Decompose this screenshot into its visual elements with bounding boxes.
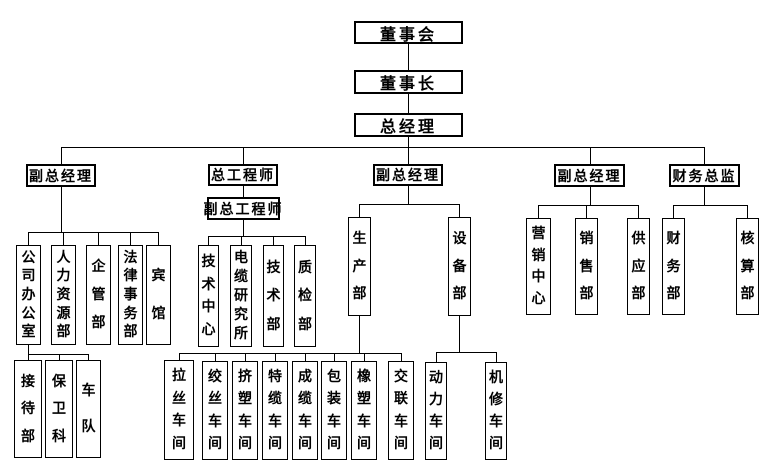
connector-line [436, 352, 497, 353]
connector-line [245, 353, 246, 361]
node-supply-dept: 供应部 [627, 218, 650, 315]
connector-line [179, 353, 180, 361]
connector-line [590, 147, 591, 164]
connector-line [28, 345, 29, 354]
connector-line [28, 232, 159, 233]
connector-line [496, 352, 497, 362]
connector-line [241, 236, 242, 245]
connector-line [63, 232, 64, 245]
node-production-dept: 生产部 [348, 217, 371, 316]
connector-line [61, 147, 705, 148]
node-reception: 接待部 [14, 360, 42, 458]
connector-line [401, 353, 402, 361]
node-rubber-plastic-workshop: 橡塑车间 [351, 361, 377, 460]
connector-line [130, 232, 131, 245]
node-machine-repair-workshop: 机修车间 [485, 362, 507, 460]
node-general-manager: 总经理 [354, 113, 463, 137]
node-wire-drawing-workshop: 拉丝车间 [164, 360, 194, 460]
node-extrusion-workshop: 挤塑车间 [232, 361, 258, 460]
node-deputy-gm-marketing: 副总经理 [554, 164, 625, 187]
node-power-workshop: 动力车间 [425, 362, 447, 460]
connector-line [408, 94, 409, 113]
connector-line [61, 147, 62, 164]
connector-line [273, 236, 274, 245]
node-wire-stranding-workshop: 绞丝车间 [202, 361, 228, 460]
node-finance-director: 财务总监 [669, 164, 740, 187]
connector-line [208, 236, 306, 237]
connector-line [305, 236, 306, 245]
connector-line [215, 353, 216, 361]
connector-line [28, 232, 29, 245]
connector-line [243, 186, 244, 197]
connector-line [364, 353, 365, 361]
node-sales-dept: 销售部 [575, 218, 598, 315]
node-marketing-center: 营销中心 [526, 218, 551, 315]
node-security: 保卫科 [45, 360, 73, 458]
connector-line [408, 137, 409, 164]
node-equipment-dept: 设备部 [448, 217, 471, 316]
node-deputy-chief-engineer: 副总工程师 [204, 197, 282, 220]
node-tech-center: 技术中心 [198, 245, 219, 347]
node-chairman: 董事长 [354, 70, 463, 94]
node-enterprise-management: 企管部 [86, 245, 111, 345]
node-quality-inspection: 质检部 [294, 245, 316, 347]
connector-line [28, 354, 89, 355]
connector-line [243, 147, 244, 164]
connector-line [98, 232, 99, 245]
connector-line [61, 187, 62, 232]
connector-line [747, 205, 748, 218]
node-board-of-directors: 董事会 [354, 21, 463, 44]
connector-line [459, 316, 460, 352]
node-cable-research-institute: 电缆研究所 [230, 245, 252, 347]
node-deputy-gm-production: 副总经理 [373, 164, 443, 186]
connector-line [28, 354, 29, 360]
connector-line [538, 205, 639, 206]
node-finance-dept: 财务部 [662, 218, 685, 315]
connector-line [459, 204, 460, 217]
node-legal-affairs: 法律事务部 [118, 245, 143, 345]
connector-line [673, 205, 748, 206]
node-chief-engineer: 总工程师 [208, 164, 278, 186]
node-motor-fleet: 车队 [76, 360, 101, 458]
connector-line [158, 232, 159, 245]
connector-line [408, 44, 409, 70]
connector-line [208, 236, 209, 245]
connector-line [359, 316, 360, 353]
node-hotel: 宾馆 [146, 245, 171, 345]
connector-line [59, 354, 60, 360]
connector-line [704, 147, 705, 164]
node-crosslinking-workshop: 交联车间 [388, 361, 414, 460]
connector-line [359, 204, 360, 217]
connector-line [88, 354, 89, 360]
node-packaging-workshop: 包装车间 [321, 361, 347, 460]
connector-line [334, 353, 335, 361]
node-company-office: 公司办公室 [16, 245, 41, 345]
node-cabling-workshop: 成缆车间 [292, 361, 318, 460]
connector-line [243, 220, 244, 236]
node-deputy-gm-admin: 副总经理 [26, 164, 96, 187]
node-accounting-dept: 核算部 [736, 218, 759, 315]
node-technology-dept: 技术部 [263, 245, 284, 347]
connector-line [638, 205, 639, 218]
connector-line [586, 205, 587, 218]
connector-line [275, 353, 276, 361]
connector-line [179, 353, 402, 354]
connector-line [359, 204, 460, 205]
connector-line [436, 352, 437, 362]
node-special-cable-workshop: 特缆车间 [262, 361, 288, 460]
connector-line [305, 353, 306, 361]
connector-line [590, 187, 591, 205]
node-human-resources: 人力资源部 [51, 245, 76, 345]
connector-line [673, 205, 674, 218]
connector-line [704, 187, 705, 205]
connector-line [538, 205, 539, 218]
connector-line [408, 186, 409, 204]
